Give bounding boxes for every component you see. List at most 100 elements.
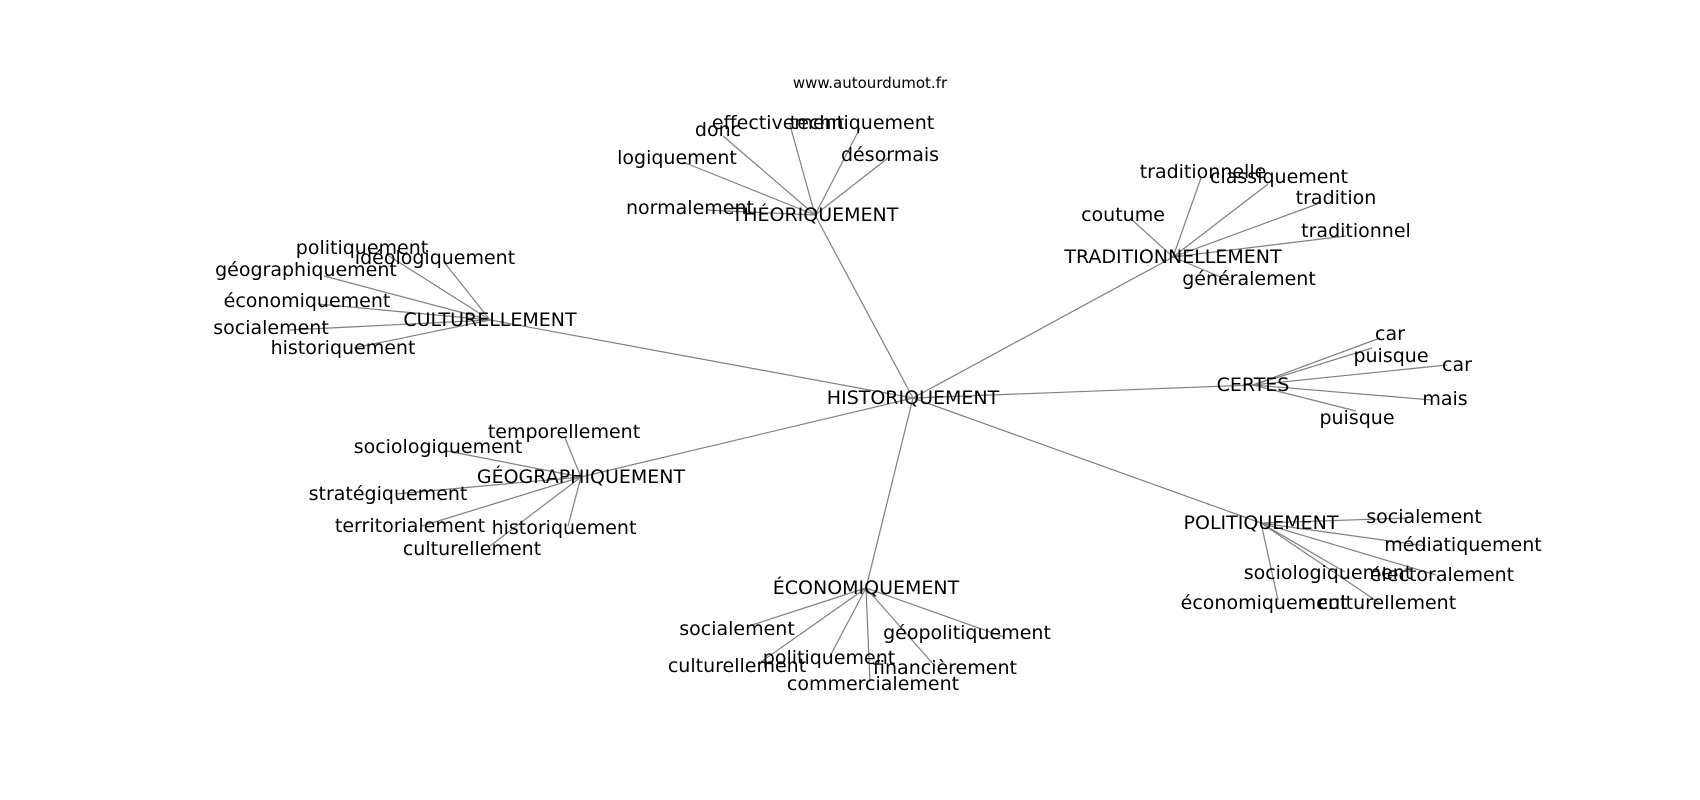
leaf-node-label[interactable]: médiatiquement <box>1384 534 1541 556</box>
leaf-node-label[interactable]: idéologiquement <box>355 247 515 269</box>
edge-center-to-cluster <box>814 214 914 399</box>
leaf-node-label[interactable]: puisque <box>1319 407 1394 429</box>
edge-cluster-to-leaf <box>1260 522 1279 601</box>
edge-center-to-cluster <box>580 397 914 478</box>
leaf-node-label[interactable]: socialement <box>679 618 795 640</box>
edge-cluster-to-leaf <box>564 437 582 478</box>
leaf-node-label[interactable]: tradition <box>1296 187 1377 209</box>
leaf-node-label[interactable]: logiquement <box>617 147 737 169</box>
cluster-node-label[interactable]: CULTURELLEMENT <box>403 309 577 331</box>
cluster-node-label[interactable]: CERTES <box>1217 374 1290 396</box>
edge-cluster-to-leaf <box>705 209 816 216</box>
edge-center-to-cluster <box>912 384 1254 399</box>
leaf-node-label[interactable]: car <box>1442 354 1472 376</box>
edge-cluster-to-leaf <box>421 476 582 527</box>
leaf-node-label[interactable]: traditionnelle <box>1140 161 1267 183</box>
edge-cluster-to-leaf <box>865 587 1005 638</box>
leaf-node-label[interactable]: mais <box>1422 388 1467 410</box>
edge-cluster-to-leaf <box>814 157 889 216</box>
leaf-node-label[interactable]: commercialement <box>787 673 959 695</box>
edge-cluster-to-leaf <box>1172 183 1269 258</box>
graph-edges <box>289 124 1448 683</box>
cluster-node-label[interactable]: THÉORIQUEMENT <box>731 203 899 226</box>
leaf-node-label[interactable]: classiquement <box>1210 166 1348 188</box>
edge-cluster-to-leaf <box>757 587 867 665</box>
leaf-node-label[interactable]: historiquement <box>492 517 637 539</box>
leaf-node-label[interactable]: désormais <box>841 144 939 166</box>
leaf-node-label[interactable]: économiquement <box>224 290 391 312</box>
leaf-node-label[interactable]: politiquement <box>296 237 428 259</box>
edge-cluster-to-leaf <box>1252 384 1433 401</box>
leaf-node-label[interactable]: financièrement <box>873 657 1017 679</box>
edge-cluster-to-leaf <box>814 127 861 216</box>
edge-cluster-to-leaf <box>1172 235 1347 258</box>
leaf-node-label[interactable]: politiquement <box>763 647 895 669</box>
leaf-node-label[interactable]: traditionnel <box>1301 220 1411 242</box>
leaf-node-label[interactable]: sociologiquement <box>354 436 523 458</box>
leaf-node-label[interactable]: culturellement <box>1318 592 1456 614</box>
leaf-node-label[interactable]: normalement <box>626 197 754 219</box>
edge-center-to-cluster <box>489 319 914 399</box>
leaf-node-label[interactable]: historiquement <box>271 337 416 359</box>
leaf-node-label[interactable]: économiquement <box>1181 592 1348 614</box>
edge-cluster-to-leaf <box>1252 384 1357 412</box>
edge-cluster-to-leaf <box>865 587 936 667</box>
edge-center-to-cluster <box>912 397 1262 524</box>
leaf-node-label[interactable]: sociologiquement <box>1244 562 1413 584</box>
edge-cluster-to-leaf <box>323 275 491 321</box>
edge-cluster-to-leaf <box>865 587 871 683</box>
cluster-node-label[interactable]: TRADITIONNELLEMENT <box>1063 246 1282 268</box>
edge-cluster-to-leaf <box>1172 202 1321 258</box>
edge-center-to-cluster <box>865 397 914 589</box>
edge-cluster-to-leaf <box>317 303 491 321</box>
leaf-node-label[interactable]: culturellement <box>403 538 541 560</box>
edge-cluster-to-leaf <box>1252 347 1373 386</box>
leaf-node-label[interactable]: donc <box>695 119 741 141</box>
edge-cluster-to-leaf <box>489 476 582 547</box>
cluster-node-label[interactable]: GÉOGRAPHIQUEMENT <box>477 465 686 488</box>
edge-center-to-cluster <box>912 256 1174 399</box>
edge-cluster-to-leaf <box>1260 522 1437 576</box>
edge-cluster-to-leaf <box>828 587 867 659</box>
cluster-node-label[interactable]: ÉCONOMIQUEMENT <box>773 576 960 599</box>
leaf-node-label[interactable]: coutume <box>1081 204 1165 226</box>
edge-cluster-to-leaf <box>1260 522 1382 605</box>
leaf-node-label[interactable]: stratégiquement <box>309 483 468 505</box>
edge-cluster-to-leaf <box>567 476 582 527</box>
leaf-node-label[interactable]: territorialement <box>335 515 485 537</box>
leaf-node-label[interactable]: généralement <box>1182 268 1316 290</box>
edge-cluster-to-leaf <box>1172 256 1231 282</box>
edge-cluster-to-leaf <box>682 161 816 216</box>
leaf-node-label[interactable]: puisque <box>1353 345 1428 367</box>
edge-cluster-to-leaf <box>446 450 582 478</box>
leaf-node-label[interactable]: électoralement <box>1370 564 1514 586</box>
leaf-node-label[interactable]: effectivement <box>712 112 844 134</box>
leaf-node-label[interactable]: culturellement <box>668 655 806 677</box>
leaf-node-label[interactable]: géographiquement <box>215 259 397 281</box>
edge-cluster-to-leaf <box>722 135 816 216</box>
edge-cluster-to-leaf <box>789 124 816 216</box>
edge-cluster-to-leaf <box>395 476 582 495</box>
site-watermark[interactable]: www.autourdumot.fr <box>793 74 948 92</box>
leaf-node-label[interactable]: temporellement <box>488 421 640 443</box>
edge-cluster-to-leaf <box>1252 364 1448 386</box>
edge-cluster-to-leaf <box>1252 337 1381 386</box>
leaf-node-label[interactable]: techniquement <box>790 112 934 134</box>
edge-cluster-to-leaf <box>1260 522 1427 547</box>
leaf-node-label[interactable]: car <box>1375 323 1405 345</box>
edge-cluster-to-leaf <box>1129 217 1174 258</box>
edge-cluster-to-leaf <box>385 253 491 321</box>
leaf-node-label[interactable]: socialement <box>213 317 329 339</box>
leaf-node-label[interactable]: géopolitiquement <box>883 622 1051 644</box>
cluster-node-label[interactable]: POLITIQUEMENT <box>1184 512 1339 534</box>
edge-cluster-to-leaf <box>1172 177 1202 258</box>
edge-cluster-to-leaf <box>748 587 867 627</box>
edge-cluster-to-leaf <box>443 261 491 321</box>
center-node-label[interactable]: HISTORIQUEMENT <box>827 387 1000 409</box>
leaf-node-label[interactable]: socialement <box>1366 506 1482 528</box>
edge-cluster-to-leaf <box>1260 522 1346 573</box>
edge-cluster-to-leaf <box>1260 517 1409 524</box>
edge-cluster-to-leaf <box>353 319 491 349</box>
